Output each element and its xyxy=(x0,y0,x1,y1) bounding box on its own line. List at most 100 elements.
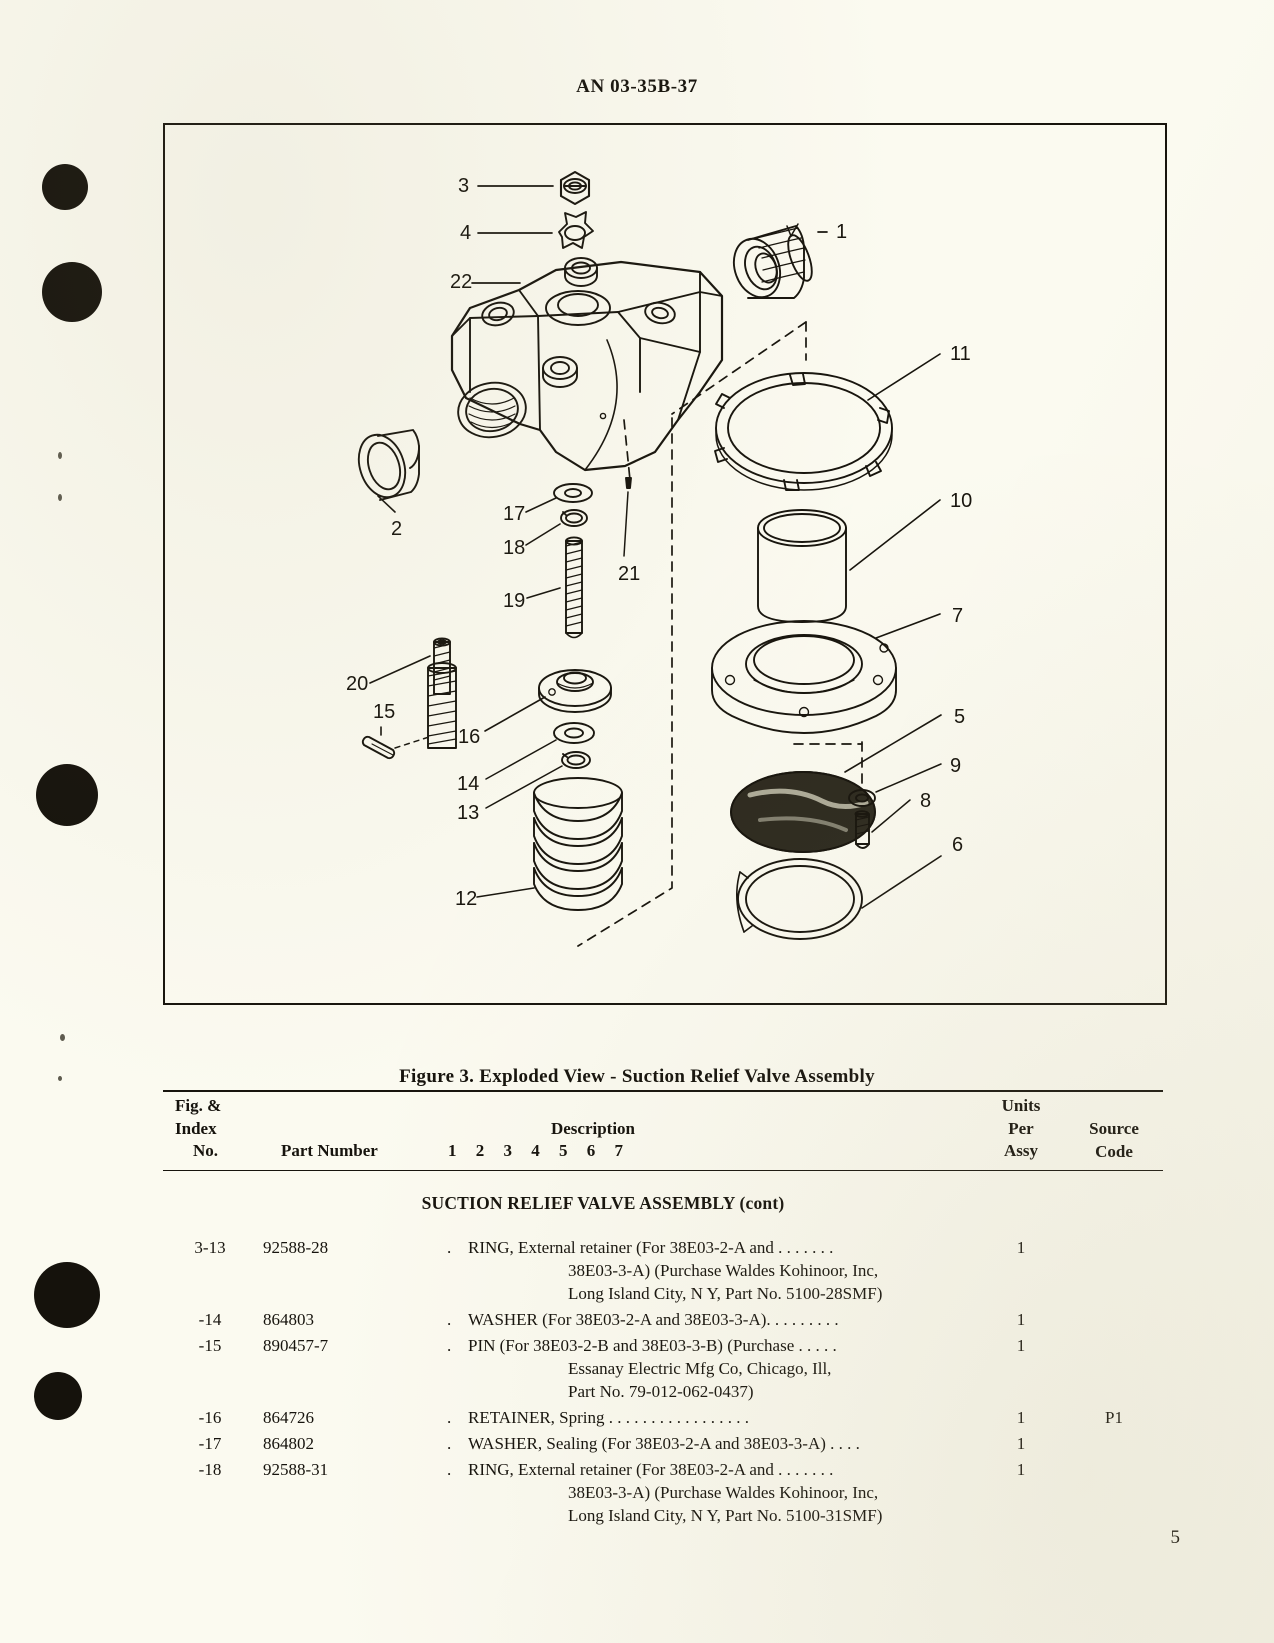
document-header-code: AN 03-35B-37 xyxy=(576,76,698,97)
row-indent-dot: . xyxy=(447,1238,452,1257)
row-indent-dot: . xyxy=(447,1408,452,1427)
row-part-number: 92588-31 xyxy=(263,1460,329,1479)
header-fig-line2: Index xyxy=(175,1118,217,1138)
table-header-rule xyxy=(163,1170,1163,1171)
row-description: PIN (For 38E03-2-B and 38E03-3-B) (Purch… xyxy=(468,1336,837,1355)
scan-speck xyxy=(60,1034,65,1041)
header-fig-line3: No. xyxy=(193,1141,219,1161)
part-10-sleeve xyxy=(757,509,847,623)
part-9-washer xyxy=(848,789,876,807)
part-12-spring xyxy=(533,777,623,911)
row-index-number: -16 xyxy=(198,1408,222,1427)
table-row: -15 890457-7. PIN (For 38E03-2-B and 38E03… xyxy=(163,1336,1163,1359)
figure-callout-4: 4 xyxy=(460,222,472,244)
row-part-number: 864802 xyxy=(263,1434,314,1453)
row-indent-dot: . xyxy=(447,1434,452,1453)
figure-callout-14: 14 xyxy=(457,773,480,795)
figure-callout-19: 19 xyxy=(503,590,526,612)
row-index-number: -14 xyxy=(198,1310,222,1329)
table-header-row: Fig. & Index No. Part Number 1 2 3 4 5 6… xyxy=(163,1092,1163,1170)
figure-callout-2: 2 xyxy=(391,518,403,540)
page-number: 5 xyxy=(1170,1527,1181,1548)
table-row: -17 864802. WASHER, Sealing (For 38E03-2-A… xyxy=(163,1434,1163,1457)
figure-callout-1: 1 xyxy=(836,221,848,243)
part-7-seat-housing xyxy=(711,620,897,734)
row-indent-dot: . xyxy=(447,1460,452,1479)
punch-hole xyxy=(42,262,102,322)
header-part-number: Part Number xyxy=(281,1141,378,1160)
figure-callout-12: 12 xyxy=(455,888,478,910)
row-indent-dot: . xyxy=(447,1310,452,1329)
header-indent-columns: 1 2 3 4 5 6 7 xyxy=(448,1141,631,1160)
table-body: SUCTION RELIEF VALVE ASSEMBLY (cont) 3-1… xyxy=(163,1193,1163,1529)
row-units-per-assy: 1 xyxy=(1016,1336,1026,1355)
figure-caption: Figure 3. Exploded View - Suction Relief… xyxy=(399,1066,875,1087)
figure-callout-18: 18 xyxy=(503,537,526,559)
row-description-continuation: Long Island City, N Y, Part No. 5100-31S… xyxy=(568,1506,883,1525)
header-source-code: Source Code xyxy=(1078,1118,1150,1163)
scan-speck xyxy=(58,494,62,501)
figure-callout-6: 6 xyxy=(952,834,964,856)
row-description-continuation: 38E03-3-A) (Purchase Waldes Kohinoor, In… xyxy=(568,1483,879,1502)
figure-callout-21: 21 xyxy=(618,563,641,585)
row-description: RETAINER, Spring . . . . . . . . . . . .… xyxy=(468,1408,750,1427)
row-description-continuation: Part No. 79-012-062-0437) xyxy=(568,1382,754,1401)
header-units-line1: Units xyxy=(1001,1096,1041,1115)
part-8-screw xyxy=(854,810,870,849)
part-2-cap xyxy=(357,429,420,501)
part-19-adjusting-screw xyxy=(565,536,583,639)
figure-callout-17: 17 xyxy=(503,503,526,525)
row-description-continuation: Long Island City, N Y, Part No. 5100-28S… xyxy=(568,1284,883,1303)
part-14-washer xyxy=(553,722,595,744)
row-units-per-assy: 1 xyxy=(1016,1460,1026,1479)
scan-speck xyxy=(58,1076,62,1081)
figure-callout-9: 9 xyxy=(950,755,962,777)
punch-hole xyxy=(34,1372,82,1420)
figure-callout-20: 20 xyxy=(346,673,369,695)
row-units-per-assy: 1 xyxy=(1016,1434,1026,1453)
row-description: WASHER (For 38E03-2-A and 38E03-3-A). . … xyxy=(468,1310,839,1329)
part-15-pin xyxy=(361,735,396,760)
header-source-line2: Code xyxy=(1095,1141,1133,1161)
punch-hole xyxy=(42,164,88,210)
header-source-line1: Source xyxy=(1089,1119,1139,1138)
part-21-pin xyxy=(625,477,632,489)
row-part-number: 890457-7 xyxy=(263,1336,329,1355)
figure-frame xyxy=(163,123,1167,1005)
header-units-line2: Per xyxy=(1008,1118,1034,1138)
parts-table: Fig. & Index No. Part Number 1 2 3 4 5 6… xyxy=(163,1090,1163,1529)
figure-callout-8: 8 xyxy=(920,790,932,812)
row-index-number: -18 xyxy=(198,1460,222,1479)
table-section-title: SUCTION RELIEF VALVE ASSEMBLY (cont) xyxy=(421,1193,785,1213)
header-units-per-assy: Units Per Assy xyxy=(991,1095,1051,1163)
part-5-screen-disc xyxy=(730,771,876,853)
part-18-retaining-ring xyxy=(560,509,588,527)
row-units-per-assy: 1 xyxy=(1016,1408,1026,1427)
header-fig-line1: Fig. & xyxy=(175,1096,222,1115)
punch-hole xyxy=(34,1262,100,1328)
part-20-screw xyxy=(427,637,457,749)
part-16-spring-retainer xyxy=(538,669,612,713)
row-description: WASHER, Sealing (For 38E03-2-A and 38E03… xyxy=(468,1434,860,1453)
part-6-snap-ring xyxy=(736,858,863,940)
part-valve-body xyxy=(450,257,724,472)
row-description-continuation: 38E03-3-A) (Purchase Waldes Kohinoor, In… xyxy=(568,1261,879,1280)
figure-callout-22: 22 xyxy=(450,271,473,293)
row-description-continuation: Essanay Electric Mfg Co, Chicago, Ill, xyxy=(568,1359,832,1378)
figure-callout-10: 10 xyxy=(950,490,973,512)
row-part-number: 864726 xyxy=(263,1408,314,1427)
figure-callout-11: 11 xyxy=(950,343,971,365)
row-index-number: -17 xyxy=(198,1434,222,1453)
part-17-washer xyxy=(553,483,593,503)
header-fig-index-no: Fig. & Index No. xyxy=(175,1095,221,1163)
row-indent-dot: . xyxy=(447,1336,452,1355)
header-units-line3: Assy xyxy=(1003,1141,1038,1161)
row-description: RING, External retainer (For 38E03-2-A a… xyxy=(468,1238,834,1257)
part-4-star-washer xyxy=(558,211,594,249)
row-index-number: -15 xyxy=(198,1336,222,1355)
